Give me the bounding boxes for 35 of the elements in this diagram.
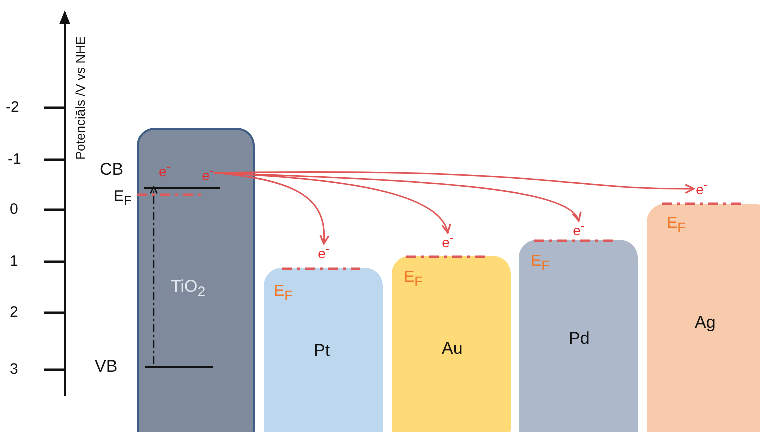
valence-band-line <box>145 366 213 368</box>
axis-title: Potenciāls /V vs NHE <box>74 36 87 160</box>
fermi-level-label: E$_{F}$ <box>274 284 293 303</box>
electron-label: e$^{-}$ <box>694 180 710 198</box>
conduction-band-line <box>144 187 220 189</box>
tick-label: 1 <box>10 254 18 269</box>
electron-label: e$^{-}$ <box>440 233 456 251</box>
metal-box <box>392 256 511 432</box>
material-label: TiO$_{2}$ <box>171 278 206 300</box>
arrow <box>150 186 158 364</box>
band-label: VB <box>95 358 118 375</box>
metal-box <box>647 204 760 432</box>
band-label: CB <box>100 161 124 178</box>
arrow <box>214 172 580 222</box>
tick-label: 0 <box>10 202 18 217</box>
fermi-level-label: E$_{F}$ <box>667 216 686 235</box>
electron-label: e$^{-}$ <box>159 162 171 179</box>
metal-label: Au <box>442 340 463 357</box>
electron-label: e$^{-}$ <box>571 221 587 239</box>
tick-label: 3 <box>10 362 18 377</box>
metal-box <box>264 268 383 432</box>
tick-label: 2 <box>10 305 18 320</box>
arrow <box>214 172 695 194</box>
fermi-level-label: E$_{F}$ <box>531 254 550 273</box>
metal-label: Pt <box>314 342 330 359</box>
metal-label: Ag <box>695 314 716 331</box>
semiconductor-box <box>137 128 255 432</box>
tick-label: -2 <box>6 100 20 115</box>
fermi-level-label: E$_{F}$ <box>404 270 423 289</box>
tick-label: -1 <box>8 152 22 167</box>
metal-box <box>519 240 638 432</box>
electron-label: e$^{-}$ <box>200 166 216 184</box>
electron-label: e$^{-}$ <box>316 244 332 262</box>
metal-label: Pd <box>569 330 590 347</box>
fermi-level-label: E$_{F}$ <box>114 189 132 208</box>
